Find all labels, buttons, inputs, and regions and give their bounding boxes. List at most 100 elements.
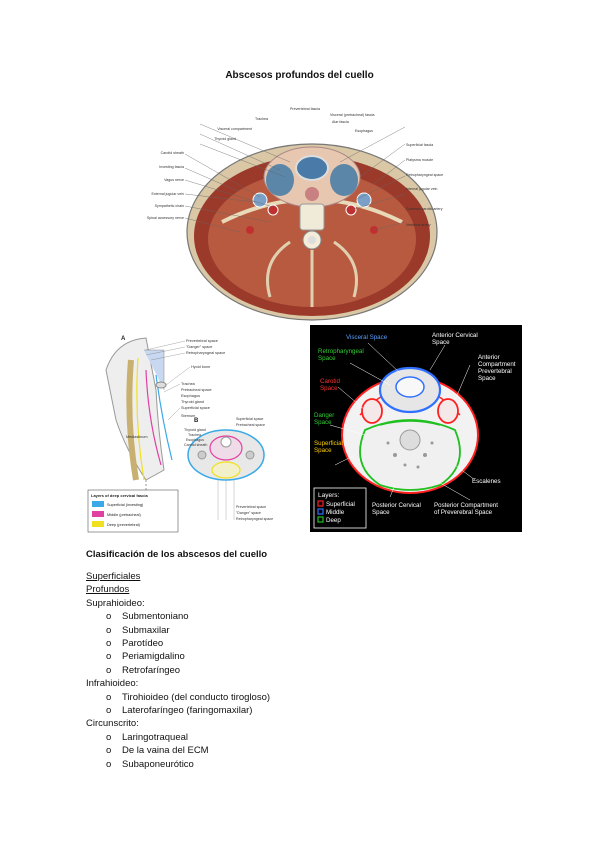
fig1-left-label: Vagus nerve (164, 178, 184, 182)
superficiales-heading: Superficiales (86, 571, 141, 582)
list-item-text: Tirohioideo (del conducto tirogloso) (122, 691, 271, 703)
fig1-top-label: Esophagus (355, 129, 373, 133)
bullet-icon: o (106, 638, 112, 650)
fig2-label-a: Thyroid gland (181, 400, 204, 404)
list-item-text: De la vaina del ECM (122, 745, 209, 757)
panel-a-label: A (121, 336, 126, 342)
neck-cross-section-figure: Prevertebral fascia Visceral (pretrachea… (147, 107, 443, 321)
fig2-label-a: "Danger" space (186, 345, 212, 349)
fig1-left-label: Trachea (255, 117, 268, 121)
legend-label: Superficial (investing) (107, 503, 144, 507)
fig2-label-a: Retropharyngeal space (186, 351, 225, 355)
fig1-right-label: Vertebral artery (406, 223, 431, 227)
fig2-label-a: Pretracheal space (181, 388, 212, 392)
bullet-icon: o (106, 731, 112, 743)
fig1-top-label: Alar fascia (332, 120, 349, 124)
fig1-left-label: Spinal accessory nerve (147, 216, 184, 220)
fig2-label-b: Retropharyngeal space (236, 517, 273, 521)
fig2-label-a: Mediastinum (126, 435, 148, 439)
bullet-icon: o (106, 611, 112, 623)
list-item-text: Submentoniano (122, 611, 189, 623)
profundos-heading: Profundos (86, 584, 130, 596)
escalenes-label: Escalenes (472, 478, 501, 485)
fig2-label-a: Esophagus (181, 394, 200, 398)
fig1-top-label: Prevertebral fascia (290, 107, 320, 111)
list-item: o Tirohioideo (del conducto tirogloso) (86, 691, 270, 704)
legend-swatch (92, 501, 104, 507)
fig2-label-b: "Danger" space (236, 511, 261, 515)
visceral-space-label: Visceral Space (346, 334, 388, 341)
bullet-icon: o (106, 691, 112, 703)
list-item-text: Retrofaríngeo (122, 664, 181, 676)
legend-swatch (92, 521, 104, 527)
fig2-label-a: Trachea (181, 382, 196, 386)
legend-label: Middle (326, 509, 345, 516)
fig1-right-label: Platysma muscle (406, 158, 433, 162)
fig1-right-label: Internal jugular vein (406, 187, 437, 191)
list-item-text: Periamigdalino (122, 651, 185, 663)
legend-label: Superficial (326, 501, 355, 508)
fascia-layers-diagram: A Prevertebral space "Danger" space Retr… (87, 336, 273, 533)
fig2-label-b: Prevertebral space (236, 505, 266, 509)
legend-swatch (317, 516, 324, 523)
fig1-right-label: Retropharyngeal space (406, 173, 443, 177)
panel-b-label: B (194, 418, 199, 424)
list-item-text: Subaponeurótico (122, 758, 194, 770)
fig1-left-label: Investing fascia (159, 165, 184, 169)
fig2-label-a: Superficial space (181, 406, 210, 410)
bullet-icon: o (106, 664, 112, 676)
bullet-icon: o (106, 705, 112, 717)
fig1-left-label: External jugular vein (151, 192, 184, 196)
fig1-left-label: Thyroid gland (214, 137, 236, 141)
bullet-icon: o (106, 758, 112, 770)
bullet-icon: o (106, 745, 112, 757)
legend-label: Deep (prevertebral) (107, 523, 141, 527)
infrahioideo-heading: Infrahioideo: (86, 678, 139, 690)
bullet-icon: o (106, 651, 112, 663)
list-item: o Periamigdalino (86, 650, 270, 663)
list-item: o Retrofaríngeo (86, 664, 270, 677)
fig2-label-b: Superficial space (236, 417, 263, 421)
list-item: o Submentoniano (86, 610, 270, 623)
list-item: o Subaponeurótico (86, 758, 270, 771)
list-item-text: Submaxilar (122, 624, 170, 636)
fig1-left-label: Carotid sheath (161, 151, 184, 155)
legend-label: Middle (pretracheal) (107, 513, 141, 517)
circunscrito-heading: Circunscrito: (86, 718, 139, 730)
fig2-label-b: Thyroid gland (184, 428, 206, 432)
fig2-label-b: Pretracheal space (236, 423, 265, 427)
list-item: o De la vaina del ECM (86, 744, 270, 757)
fig2-label-a: Prevertebral space (186, 339, 218, 343)
fig1-right-label: Common carotid artery (406, 207, 443, 211)
suprahioideo-heading: Suprahioideo: (86, 597, 145, 609)
page-title: Abscesos profundos del cuello (225, 70, 374, 81)
fig2-label-a: Sternum (181, 414, 195, 418)
fig1-left-label: Sympathetic chain (155, 204, 184, 208)
fig2-label-b: Carotid sheath (184, 443, 207, 447)
fig2-label-b: Esophagus (186, 438, 204, 442)
legend-swatch (317, 500, 324, 507)
fig2-legend-title: Layers of deep cervical fascia (91, 493, 148, 498)
fig2-legend-items: Superficial (investing) Middle (pretrache… (92, 501, 144, 527)
fig2-label-a: Hyoid bone (191, 365, 210, 369)
legend-swatch (317, 508, 324, 515)
legend-swatch (92, 511, 104, 517)
legend-label: Deep (326, 517, 341, 524)
section-title: Clasificación de los abscesos del cuello (86, 549, 268, 560)
fig1-left-label: Visceral compartment (217, 127, 252, 131)
